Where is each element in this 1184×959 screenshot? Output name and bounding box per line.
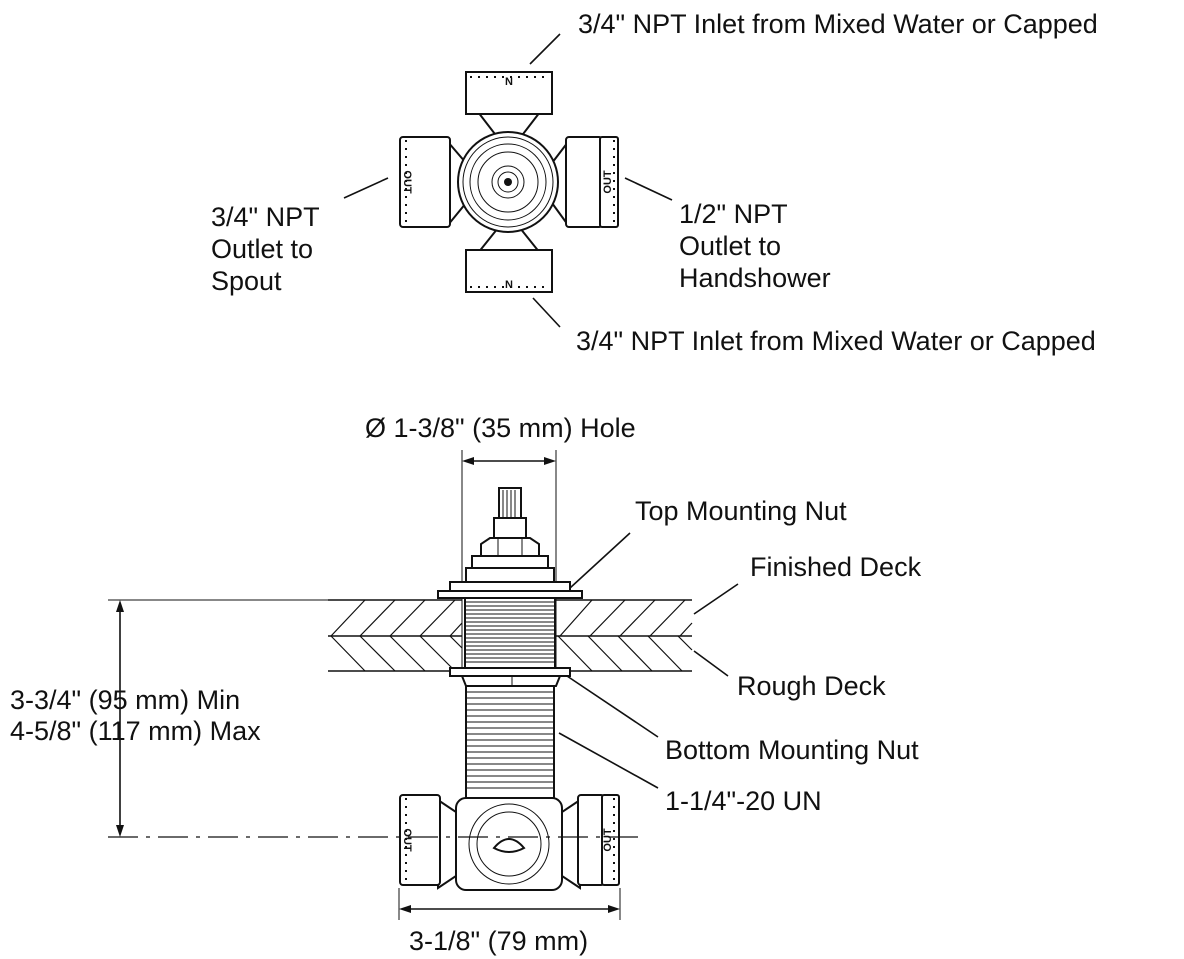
top-inlet-port: N	[465, 71, 553, 139]
top-nut-label: Top Mounting Nut	[635, 496, 847, 526]
right-outlet-mark: OUT	[602, 170, 614, 194]
bottom-inlet-port: N	[465, 227, 553, 293]
right-outlet-port: OUT	[551, 136, 619, 229]
handshower-label-1: 1/2" NPT	[679, 199, 788, 229]
threaded-body	[449, 597, 571, 799]
top-mounting-nut	[437, 581, 583, 599]
top-view: N N OUT OUT	[211, 9, 1098, 356]
leader-top-nut	[569, 532, 631, 589]
thread-label: 1-1/4"-20 UN	[665, 786, 822, 816]
bottom-inlet-mark: N	[505, 279, 513, 291]
hole-dimension: Ø 1-3/8" (35 mm) Hole	[365, 413, 636, 670]
inlet-bottom-label: 3/4" NPT Inlet from Mixed Water or Cappe…	[576, 326, 1096, 356]
leader-inlet-top	[529, 33, 561, 65]
finished-deck-label: Finished Deck	[750, 552, 922, 582]
spout-label-3: Spout	[211, 266, 282, 296]
deck-min-label: 3-3/4" (95 mm) Min	[10, 685, 240, 715]
width-dimension: 3-1/8" (79 mm)	[398, 888, 621, 956]
side-left-outlet-mark: OUT	[401, 828, 413, 852]
side-view: Ø 1-3/8" (35 mm) Hole	[10, 413, 922, 956]
top-inlet-mark: N	[505, 76, 513, 88]
bottom-nut-label: Bottom Mounting Nut	[665, 735, 919, 765]
leader-rough-deck	[693, 650, 729, 677]
valve-body-top	[457, 131, 559, 233]
deck-max-label: 4-5/8" (117 mm) Max	[10, 716, 261, 746]
leader-handshower	[624, 177, 673, 201]
leader-inlet-bottom	[532, 297, 561, 328]
handshower-label-2: Outlet to	[679, 231, 781, 261]
spout-label-2: Outlet to	[211, 234, 313, 264]
left-outlet-mark: OUT	[401, 170, 413, 194]
width-label: 3-1/8" (79 mm)	[409, 926, 588, 956]
side-right-outlet-mark: OUT	[602, 828, 614, 852]
inlet-top-label: 3/4" NPT Inlet from Mixed Water or Cappe…	[578, 9, 1098, 39]
deck	[328, 599, 693, 672]
deck-height-dimension: 3-3/4" (95 mm) Min 4-5/8" (117 mm) Max	[10, 599, 328, 837]
left-outlet-port: OUT	[399, 136, 467, 228]
hole-label: Ø 1-3/8" (35 mm) Hole	[365, 413, 636, 443]
leader-spout	[343, 177, 389, 199]
rough-deck-label: Rough Deck	[737, 671, 886, 701]
leader-bottom-nut	[566, 675, 659, 738]
leader-thread	[558, 732, 659, 789]
valve-body-bottom: OUT OUT	[399, 794, 620, 891]
handshower-label-3: Handshower	[679, 263, 831, 293]
valve-stem	[465, 487, 555, 583]
leader-finished-deck	[693, 583, 739, 615]
spout-label-1: 3/4" NPT	[211, 202, 320, 232]
